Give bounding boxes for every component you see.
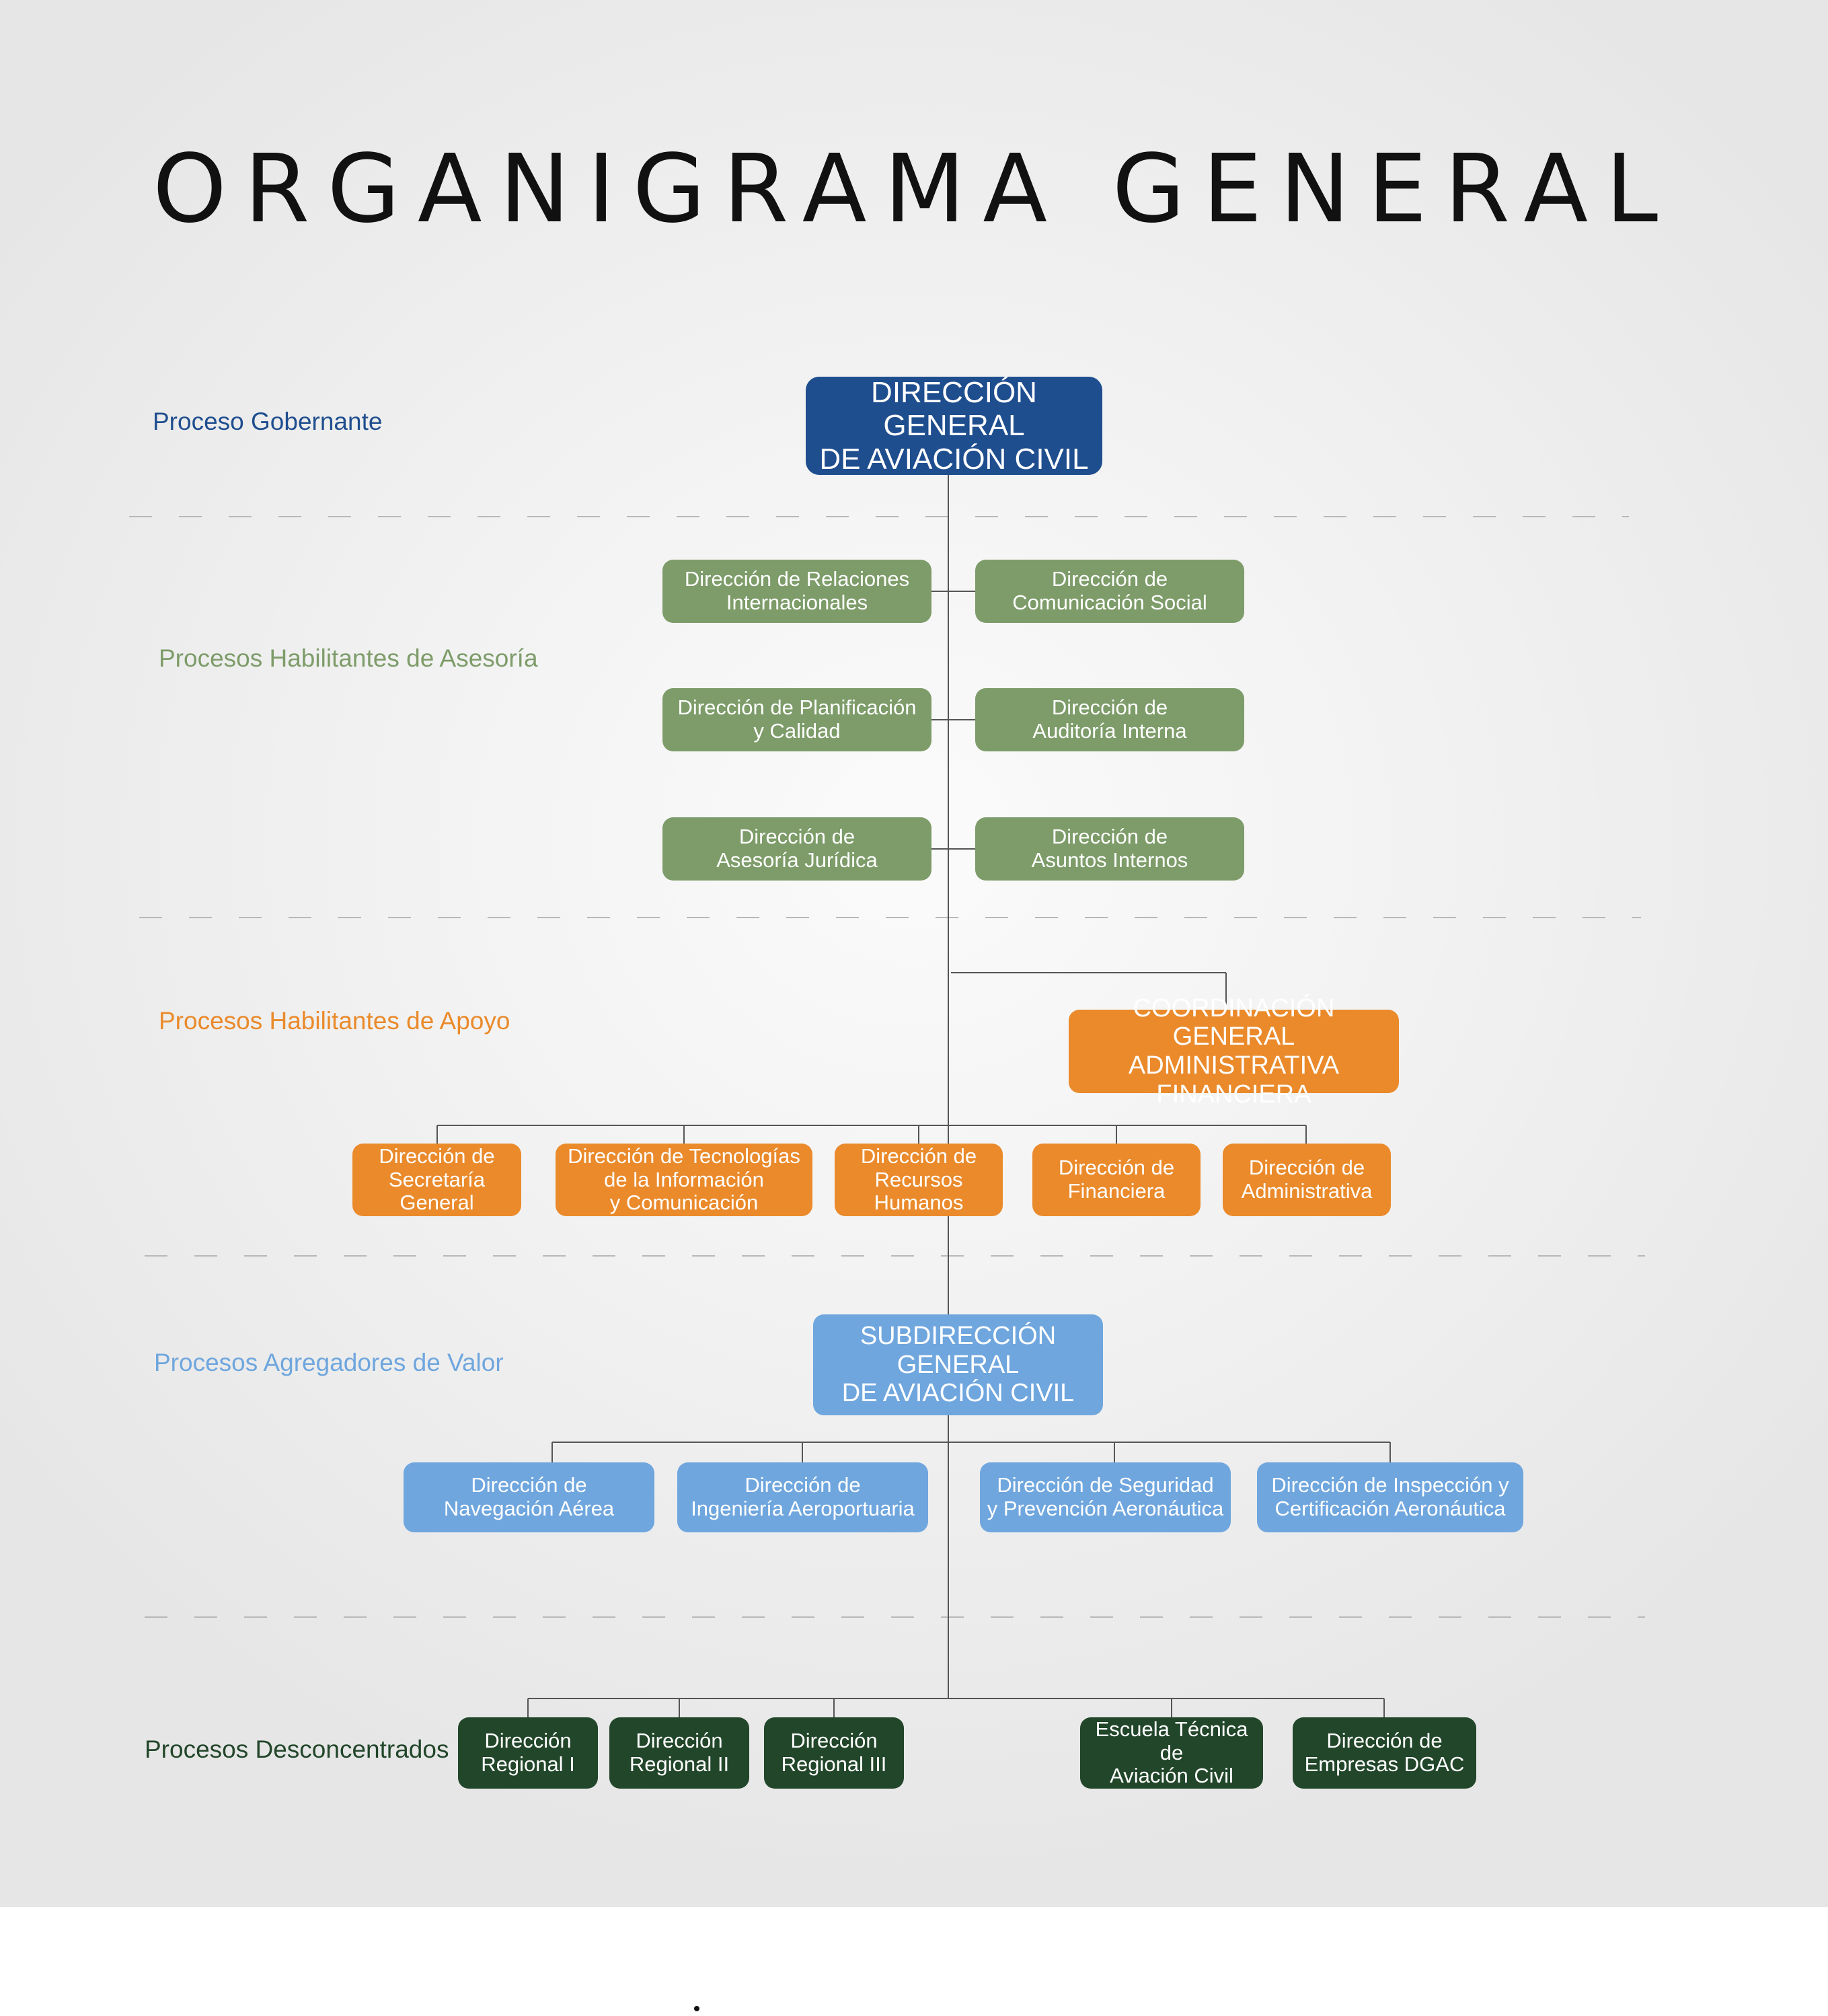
unit-subdireccion-general[interactable]: SUBDIRECCIÓN GENERAL DE AVIACIÓN CIVIL [813, 1314, 1103, 1415]
unit-regional-3[interactable]: Dirección Regional III [764, 1717, 904, 1789]
process-label-apoyo: Procesos Habilitantes de Apoyo [159, 1007, 510, 1035]
unit-regional-2[interactable]: Dirección Regional II [609, 1717, 749, 1789]
unit-comunicacion-social[interactable]: Dirección de Comunicación Social [975, 560, 1244, 623]
unit-recursos-humanos[interactable]: Dirección de Recursos Humanos [835, 1144, 1003, 1216]
unit-coordinacion-administrativa-financiera[interactable]: COORDINACIÓN GENERAL ADMINISTRATIVA FINA… [1069, 994, 1399, 1109]
unit-escuela-tecnica[interactable]: Escuela Técnica de Aviación Civil [1080, 1717, 1263, 1789]
unit-auditoria-interna[interactable]: Dirección de Auditoría Interna [975, 688, 1244, 751]
unit-administrativa[interactable]: Dirección de Administrativa [1223, 1144, 1391, 1216]
process-label-desconcentrados: Procesos Desconcentrados [145, 1735, 449, 1763]
unit-secretaria-general[interactable]: Dirección de Secretaría General [352, 1144, 521, 1216]
unit-tecnologias-informacion[interactable]: Dirección de Tecnologías de la Informaci… [556, 1144, 812, 1216]
connector-layer [129, 475, 1645, 1717]
org-chart-canvas: ORGANIGRAMA GENERAL Proceso Gobernante P… [0, 0, 1828, 1907]
unit-inspeccion-certificacion[interactable]: Dirección de Inspección y Certificación … [1257, 1462, 1523, 1532]
unit-financiera[interactable]: Dirección de Financiera [1032, 1144, 1201, 1216]
page-title: ORGANIGRAMA GENERAL [152, 135, 1676, 244]
unit-relaciones-internacionales[interactable]: Dirección de Relaciones Internacionales [662, 560, 931, 623]
unit-empresas-dgac[interactable]: Dirección de Empresas DGAC [1293, 1717, 1476, 1789]
process-label-agregadores: Procesos Agregadores de Valor [154, 1349, 504, 1376]
unit-asesoria-juridica[interactable]: Dirección de Asesoría Jurídica [662, 817, 931, 881]
process-label-asesoria: Procesos Habilitantes de Asesoría [159, 644, 538, 672]
stray-dot [694, 2006, 699, 2011]
unit-ingenieria-aeroportuaria[interactable]: Dirección de Ingeniería Aeroportuaria [677, 1462, 928, 1532]
unit-dgac[interactable]: DIRECCIÓN GENERAL DE AVIACIÓN CIVIL [806, 376, 1102, 476]
unit-navegacion-aerea[interactable]: Dirección de Navegación Aérea [404, 1462, 654, 1532]
unit-planificacion-calidad[interactable]: Dirección de Planificación y Calidad [662, 688, 931, 751]
process-label-gobernante: Proceso Gobernante [153, 408, 383, 435]
unit-regional-1[interactable]: Dirección Regional I [458, 1717, 598, 1789]
unit-asuntos-internos[interactable]: Dirección de Asuntos Internos [975, 817, 1244, 881]
unit-seguridad-prevencion[interactable]: Dirección de Seguridad y Prevención Aero… [980, 1462, 1231, 1532]
